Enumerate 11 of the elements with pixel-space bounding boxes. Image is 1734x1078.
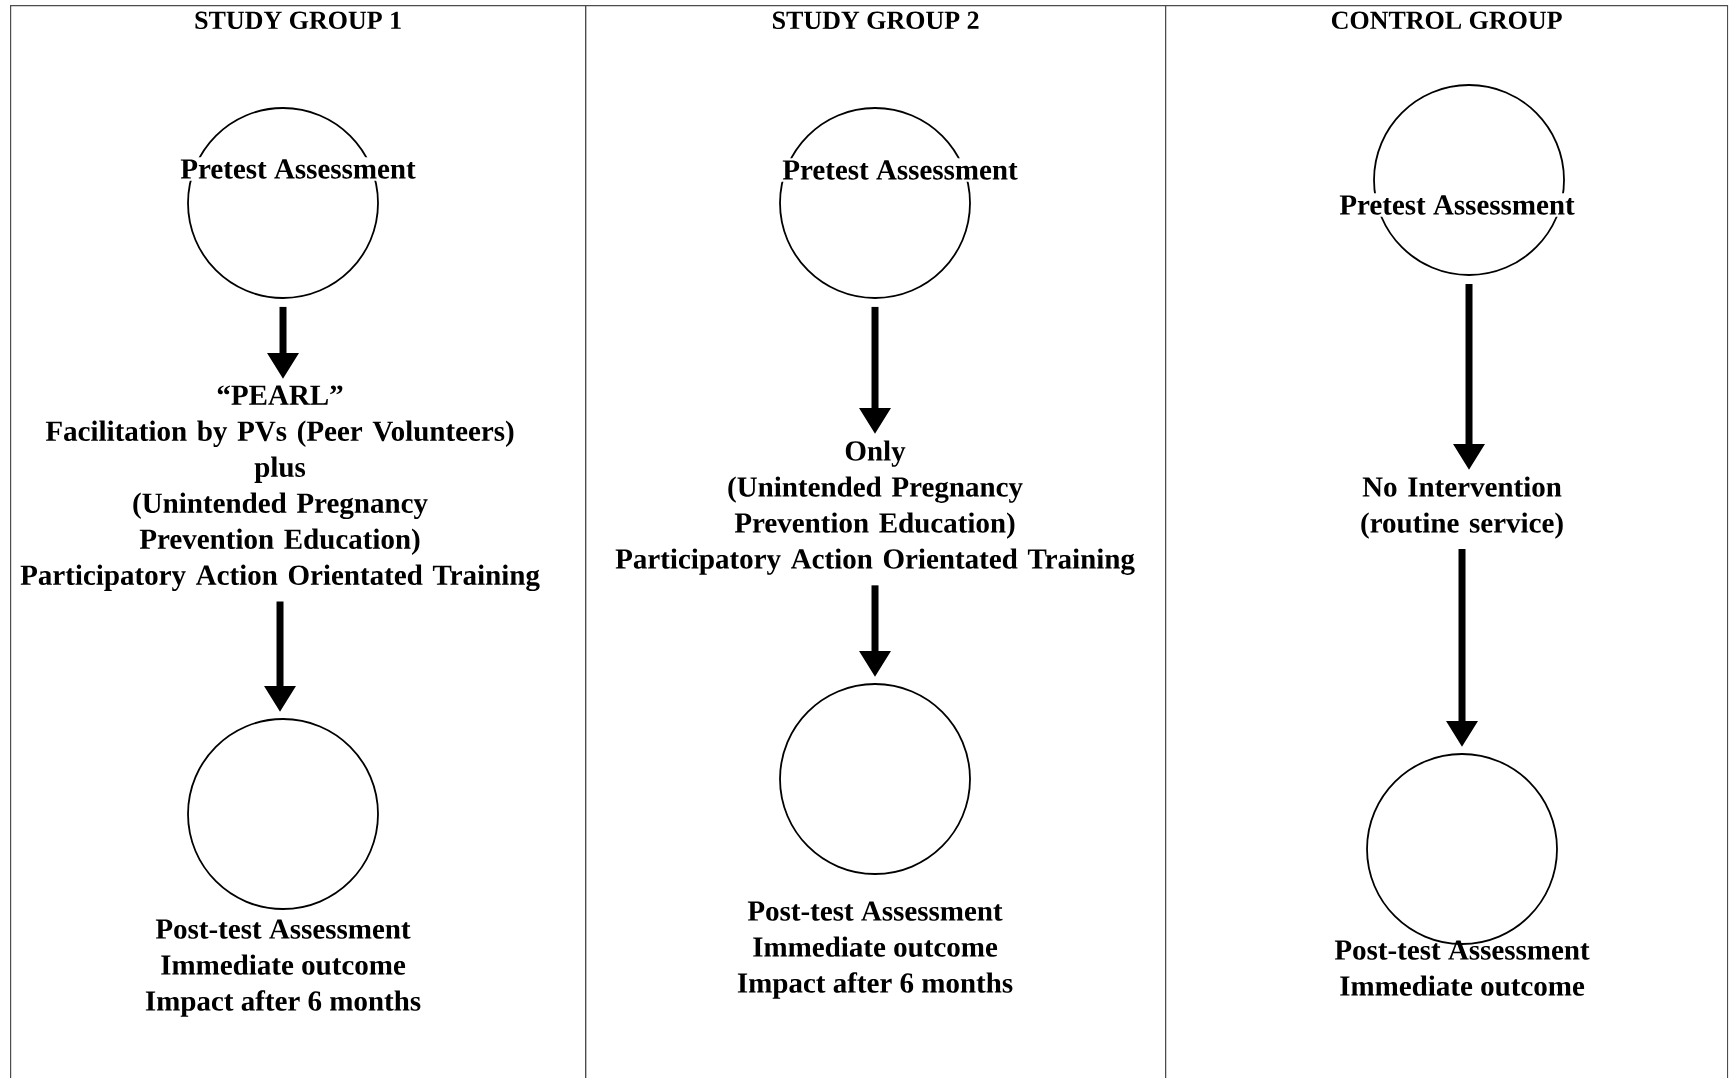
node-label: Post-test Assessment (1334, 940, 1590, 960)
node-label: Post-test Assessment (747, 901, 1003, 921)
intervention-text: Only (Unintended Pregnancy Prevention Education) Participatory Action Orientated Training (615, 440, 1135, 575)
intervention-text: No Intervention (routine service) (1361, 476, 1563, 539)
node-label: Immediate outcome (1340, 975, 1585, 996)
node-label: Immediate outcome (161, 954, 406, 975)
node-label: Post-test Assessment (155, 919, 411, 939)
node-label: Immediate outcome (753, 936, 998, 957)
intervention-text: “PEARL” Facilitation by PVs (Peer Volunteers) plus (Unintended Pregnancy Prevention Education) Participatory Action Orientated Training (20, 385, 540, 592)
node-label: Impact after 6 months (737, 972, 1013, 999)
node-label: Impact after 6 months (145, 990, 421, 1017)
